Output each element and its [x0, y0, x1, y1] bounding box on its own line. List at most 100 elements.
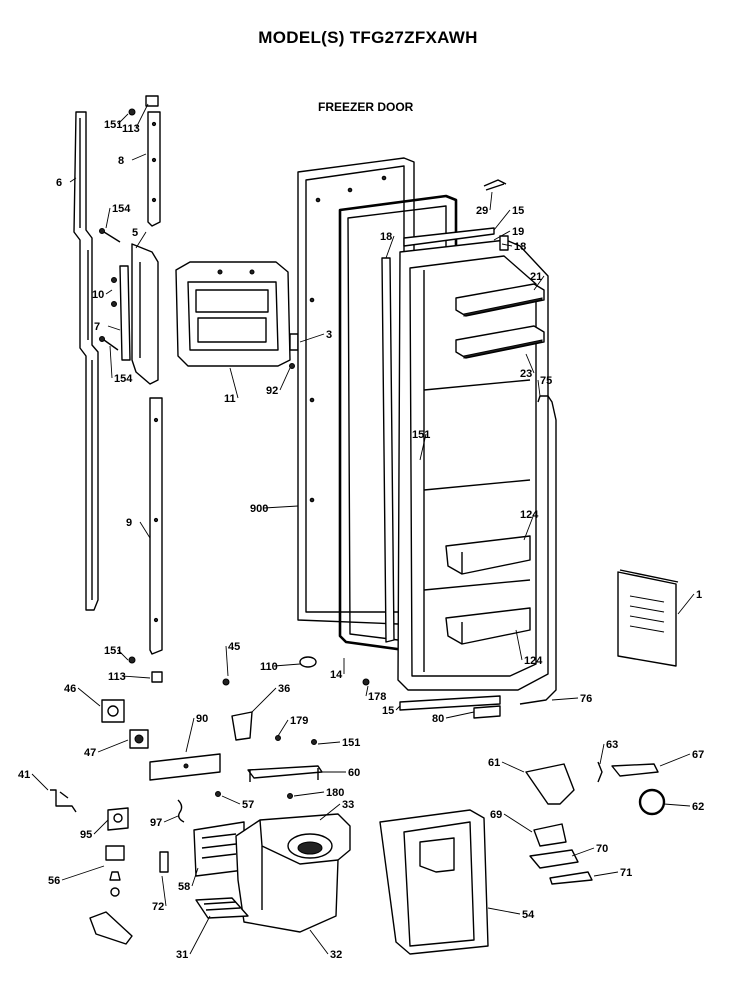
part-callout-76: 76: [580, 693, 592, 705]
part-callout-113: 113: [108, 671, 126, 683]
callout-leader-62: [663, 803, 691, 807]
callout-leader-113: [135, 103, 149, 129]
part-1-owners-manual: [617, 569, 679, 667]
part-callout-180: 180: [326, 787, 344, 799]
callout-leader-33: [319, 803, 341, 821]
callout-leader-180: [293, 791, 325, 797]
part-31-grille: [195, 897, 249, 919]
part-callout-15: 15: [512, 205, 524, 217]
callout-leader-151: [317, 741, 341, 745]
part-callout-32: 32: [330, 949, 342, 961]
part-7-narrow-strip: [119, 265, 131, 361]
part-124-door-bins: [445, 535, 531, 645]
callout-leader-9: [139, 521, 151, 539]
part-72-clip: [159, 851, 169, 873]
callout-leader-179: [277, 719, 289, 737]
part-97-spring: [177, 799, 185, 823]
callout-leader-97: [163, 815, 179, 823]
callout-leader-90: [185, 717, 195, 753]
callout-leader-21: [533, 275, 545, 291]
part-callout-23: 23: [520, 368, 532, 380]
part-callout-71: 71: [620, 867, 632, 879]
callout-leader-178: [365, 685, 369, 697]
part-56-bulb-parts: [105, 845, 125, 897]
callout-leader-113: [121, 675, 151, 679]
part-callout-124: 124: [520, 509, 539, 521]
callout-leader-18: [385, 235, 395, 259]
callout-leader-15: [493, 209, 511, 231]
part-callout-92: 92: [266, 385, 278, 397]
part-callout-9: 9: [126, 517, 132, 529]
part-callout-124: 124: [524, 655, 543, 667]
part-callout-154: 154: [114, 373, 133, 385]
part-callout-45: 45: [228, 641, 240, 653]
part-callout-3: 3: [326, 329, 332, 341]
part-callout-151: 151: [342, 737, 360, 749]
callout-leader-92: [279, 367, 291, 391]
callout-leader-151: [117, 649, 129, 661]
part-callout-10: 10: [92, 289, 104, 301]
section-title: FREEZER DOOR: [318, 100, 414, 114]
part-callout-46: 46: [64, 683, 76, 695]
part-callout-18: 18: [514, 241, 526, 253]
callout-leader-29: [489, 191, 493, 211]
callout-leader-54: [487, 907, 521, 915]
part-callout-7: 7: [94, 321, 100, 333]
callout-leader-69: [503, 813, 533, 833]
part-callout-178: 178: [368, 691, 386, 703]
part-callout-56: 56: [48, 875, 60, 887]
callout-leader-36: [251, 687, 277, 713]
part-callout-75: 75: [540, 375, 552, 387]
callout-leader-5: [135, 231, 147, 249]
callout-leader-23: [525, 353, 535, 374]
part-callout-33: 33: [342, 799, 354, 811]
part-callout-8: 8: [118, 155, 124, 167]
part-9-lower-strip: [149, 397, 163, 655]
part-callout-179: 179: [290, 715, 308, 727]
part-8-upper-strip: [147, 111, 161, 227]
part-11-dispenser-frame: [175, 261, 291, 367]
part-90-bar: [149, 753, 221, 781]
part-callout-62: 62: [692, 801, 704, 813]
part-callout-151: 151: [412, 429, 430, 441]
callout-leader-67: [659, 753, 691, 767]
callout-leader-18: [501, 243, 513, 247]
part-callout-151: 151: [104, 645, 122, 657]
screws-top-left: [99, 95, 163, 683]
callout-leader-154: [105, 207, 111, 229]
callout-leader-80: [445, 711, 475, 719]
part-callout-110: 110: [260, 661, 278, 673]
part-callout-54: 54: [522, 909, 535, 921]
part-callout-5: 5: [132, 227, 138, 239]
part-callout-61: 61: [488, 757, 500, 769]
callout-leader-45: [225, 645, 229, 677]
callout-leader-72: [161, 875, 167, 907]
part-75-76-heater-wire: [519, 395, 557, 705]
part-callout-19: 19: [512, 226, 524, 238]
callout-leader-3: [299, 333, 325, 343]
part-61-chute: [525, 763, 575, 805]
callout-leader-58: [191, 867, 199, 887]
callout-leader-75: [537, 379, 541, 397]
callout-leader-154: [109, 345, 113, 379]
part-callout-6: 6: [56, 177, 62, 189]
part-46-switch: [101, 699, 125, 723]
callout-leader-8: [131, 153, 147, 161]
part-callout-151: 151: [104, 119, 122, 131]
part-callout-36: 36: [278, 683, 290, 695]
part-41-bracket: [50, 789, 77, 813]
callout-leader-7: [107, 325, 121, 331]
part-18-breaker-strip: [381, 257, 395, 643]
part-callout-14: 14: [330, 669, 343, 681]
part-callout-63: 63: [606, 739, 618, 751]
callout-leader-151: [117, 113, 129, 125]
part-54-dispenser-cover: [379, 809, 489, 955]
part-5-hinge-strip: [131, 243, 159, 385]
part-33-32-dispenser-housing: [235, 813, 351, 933]
part-callout-41: 41: [18, 769, 30, 781]
part-47-actuator: [129, 729, 149, 749]
callout-leader-10: [105, 289, 113, 295]
part-63-67-levers: [597, 761, 659, 783]
callout-leader-124: [515, 629, 523, 661]
